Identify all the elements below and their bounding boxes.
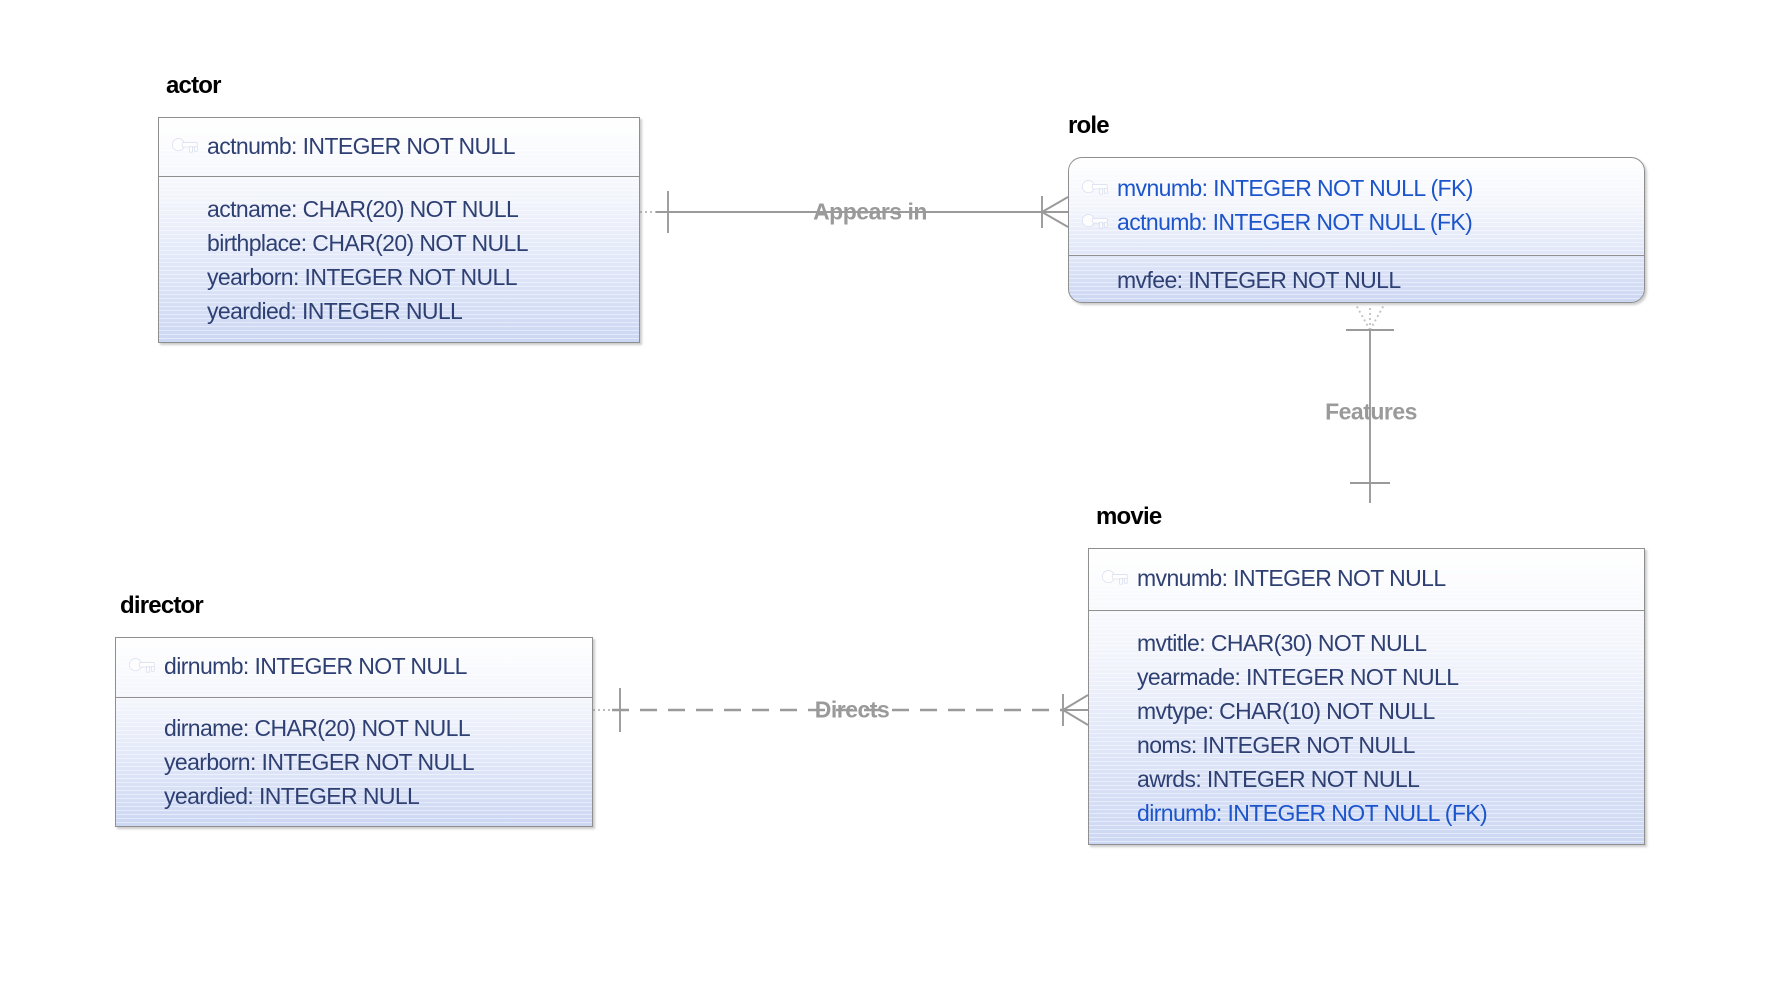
- attribute-text: awrds: INTEGER NOT NULL: [1137, 766, 1420, 792]
- attribute-row[interactable]: dirnumb: INTEGER NOT NULL (FK): [1089, 796, 1644, 830]
- attribute-text: yeardied: INTEGER NULL: [164, 783, 420, 809]
- attribute-row[interactable]: dirnumb: INTEGER NOT NULL: [116, 649, 592, 683]
- attribute-text: actnumb: INTEGER NOT NULL: [207, 133, 516, 159]
- attribute-row[interactable]: awrds: INTEGER NOT NULL: [1089, 762, 1644, 796]
- relationship-label-features[interactable]: Features: [1325, 398, 1417, 425]
- attribute-text: yearmade: INTEGER NOT NULL: [1137, 664, 1459, 690]
- attribute-text: yearborn: INTEGER NOT NULL: [164, 749, 475, 775]
- key-icon: [1102, 570, 1128, 585]
- relationship-line-features[interactable]: [1346, 304, 1394, 503]
- attribute-row[interactable]: actname: CHAR(20) NOT NULL: [159, 192, 639, 226]
- attribute-text: noms: INTEGER NOT NULL: [1137, 732, 1415, 758]
- attribute-row[interactable]: mvtype: CHAR(10) NOT NULL: [1089, 694, 1644, 728]
- attribute-row[interactable]: mvnumb: INTEGER NOT NULL (FK): [1069, 171, 1644, 205]
- key-icon: [129, 658, 155, 673]
- attribute-text: yeardied: INTEGER NULL: [207, 298, 463, 324]
- attribute-text: mvnumb: INTEGER NOT NULL: [1137, 565, 1446, 591]
- key-icon: [1082, 214, 1108, 229]
- attribute-row[interactable]: noms: INTEGER NOT NULL: [1089, 728, 1644, 762]
- attribute-row[interactable]: dirname: CHAR(20) NOT NULL: [116, 711, 592, 745]
- attribute-text: mvnumb: INTEGER NOT NULL (FK): [1117, 175, 1473, 201]
- entity-title-movie: movie: [1096, 503, 1162, 530]
- attribute-text: dirnumb: INTEGER NOT NULL: [164, 653, 467, 679]
- relationship-line-directs[interactable]: [593, 688, 1089, 732]
- attribute-row[interactable]: yearmade: INTEGER NOT NULL: [1089, 660, 1644, 694]
- attribute-text: mvfee: INTEGER NOT NULL: [1117, 267, 1401, 293]
- attribute-row[interactable]: yearborn: INTEGER NOT NULL: [116, 745, 592, 779]
- attribute-row[interactable]: yearborn: INTEGER NOT NULL: [159, 260, 639, 294]
- entity-title-role: role: [1068, 112, 1110, 139]
- attribute-text: dirnumb: INTEGER NOT NULL (FK): [1137, 800, 1488, 826]
- attribute-row[interactable]: yeardied: INTEGER NULL: [116, 779, 592, 813]
- attribute-text: actname: CHAR(20) NOT NULL: [207, 196, 519, 222]
- attribute-text: yearborn: INTEGER NOT NULL: [207, 264, 518, 290]
- relationship-label-appears-in[interactable]: Appears in: [813, 198, 927, 225]
- relationship-label-directs[interactable]: Directs: [814, 696, 890, 723]
- entity-title-director: director: [120, 592, 204, 619]
- attribute-text: birthplace: CHAR(20) NOT NULL: [207, 230, 529, 256]
- attribute-row[interactable]: actnumb: INTEGER NOT NULL (FK): [1069, 205, 1644, 239]
- attribute-text: dirname: CHAR(20) NOT NULL: [164, 715, 471, 741]
- attribute-text: mvtitle: CHAR(30) NOT NULL: [1137, 630, 1427, 656]
- attribute-row[interactable]: mvtitle: CHAR(30) NOT NULL: [1089, 626, 1644, 660]
- attribute-row[interactable]: birthplace: CHAR(20) NOT NULL: [159, 226, 639, 260]
- attribute-row[interactable]: mvnumb: INTEGER NOT NULL: [1089, 561, 1644, 595]
- relationship-line-appears-in[interactable]: [640, 191, 1069, 233]
- key-icon: [172, 138, 198, 153]
- attribute-row[interactable]: yeardied: INTEGER NULL: [159, 294, 639, 328]
- attribute-text: mvtype: CHAR(10) NOT NULL: [1137, 698, 1435, 724]
- attribute-row[interactable]: actnumb: INTEGER NOT NULL: [159, 129, 639, 163]
- attribute-text: actnumb: INTEGER NOT NULL (FK): [1117, 209, 1473, 235]
- entity-title-actor: actor: [166, 72, 221, 99]
- attribute-row[interactable]: mvfee: INTEGER NOT NULL: [1069, 263, 1644, 297]
- key-icon: [1082, 180, 1108, 195]
